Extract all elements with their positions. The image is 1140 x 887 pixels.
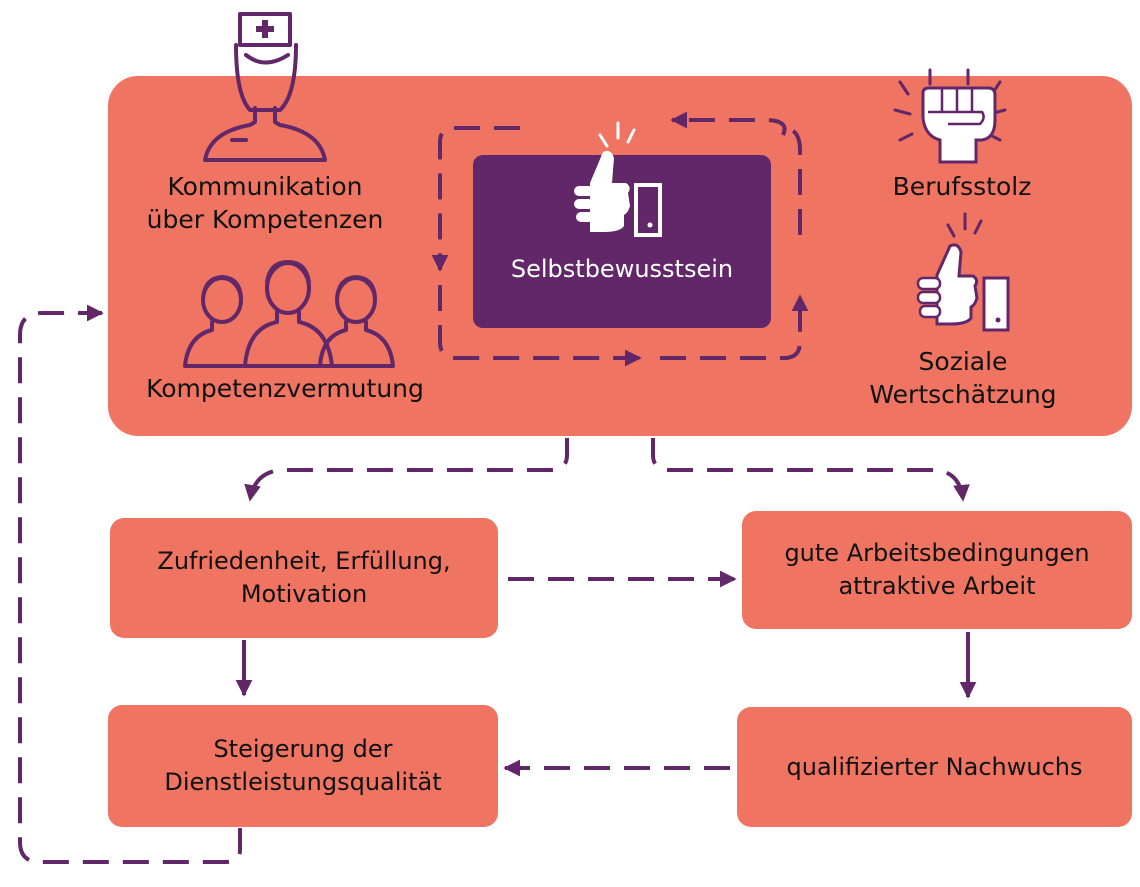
competence-label: Kompetenzvermutung: [146, 374, 424, 403]
self-reinforcing-cycle: [431, 111, 809, 367]
cycle-right-arrow: [660, 294, 809, 360]
cycle-left-arrow: [431, 126, 520, 272]
cycle-bottom-arrow: [438, 285, 642, 367]
communication-line2: über Kompetenzen: [146, 205, 384, 234]
communication-label: Kommunikation über Kompetenzen: [130, 170, 400, 236]
thumbs-up-icon: [574, 121, 662, 237]
branch-left-arrow: [244, 438, 569, 502]
satisfaction-box: Zufriedenheit, Erfüllung, Motivation: [110, 518, 498, 638]
social-line2: Wertschätzung: [869, 380, 1057, 409]
panel-branches: [18, 304, 970, 864]
social-line1: Soziale: [918, 347, 1008, 376]
quality-label: Steigerung der Dienstleistungsqualität: [164, 735, 442, 796]
solid-arrows: [235, 632, 977, 699]
fist-icon: [893, 68, 1007, 164]
quality-box: Steigerung der Dienstleistungsqualität: [108, 705, 498, 827]
satisfaction-label: Zufriedenheit, Erfüllung, Motivation: [157, 547, 451, 608]
self-confidence-label: Selbstbewusstsein: [510, 255, 734, 283]
conditions-label: gute Arbeitsbedingungen attraktive Arbei…: [784, 539, 1090, 600]
return-loop-arrow: [18, 304, 242, 864]
cycle-right-upper: [782, 126, 802, 235]
communication-line1: Kommunikation: [167, 172, 363, 201]
social-label: Soziale Wertschätzung: [848, 345, 1078, 411]
branch-right-arrow: [651, 438, 970, 502]
pride-label: Berufsstolz: [892, 172, 1032, 201]
cycle-top-arrow: [670, 111, 787, 136]
team-icon: [183, 260, 395, 368]
nurse-icon: [203, 12, 327, 162]
thumbs-up-icon-social: [916, 212, 1010, 332]
offspring-box: qualifizierter Nachwuchs: [737, 707, 1132, 827]
offspring-label: qualifizierter Nachwuchs: [786, 752, 1083, 781]
conditions-box: gute Arbeitsbedingungen attraktive Arbei…: [742, 511, 1132, 629]
